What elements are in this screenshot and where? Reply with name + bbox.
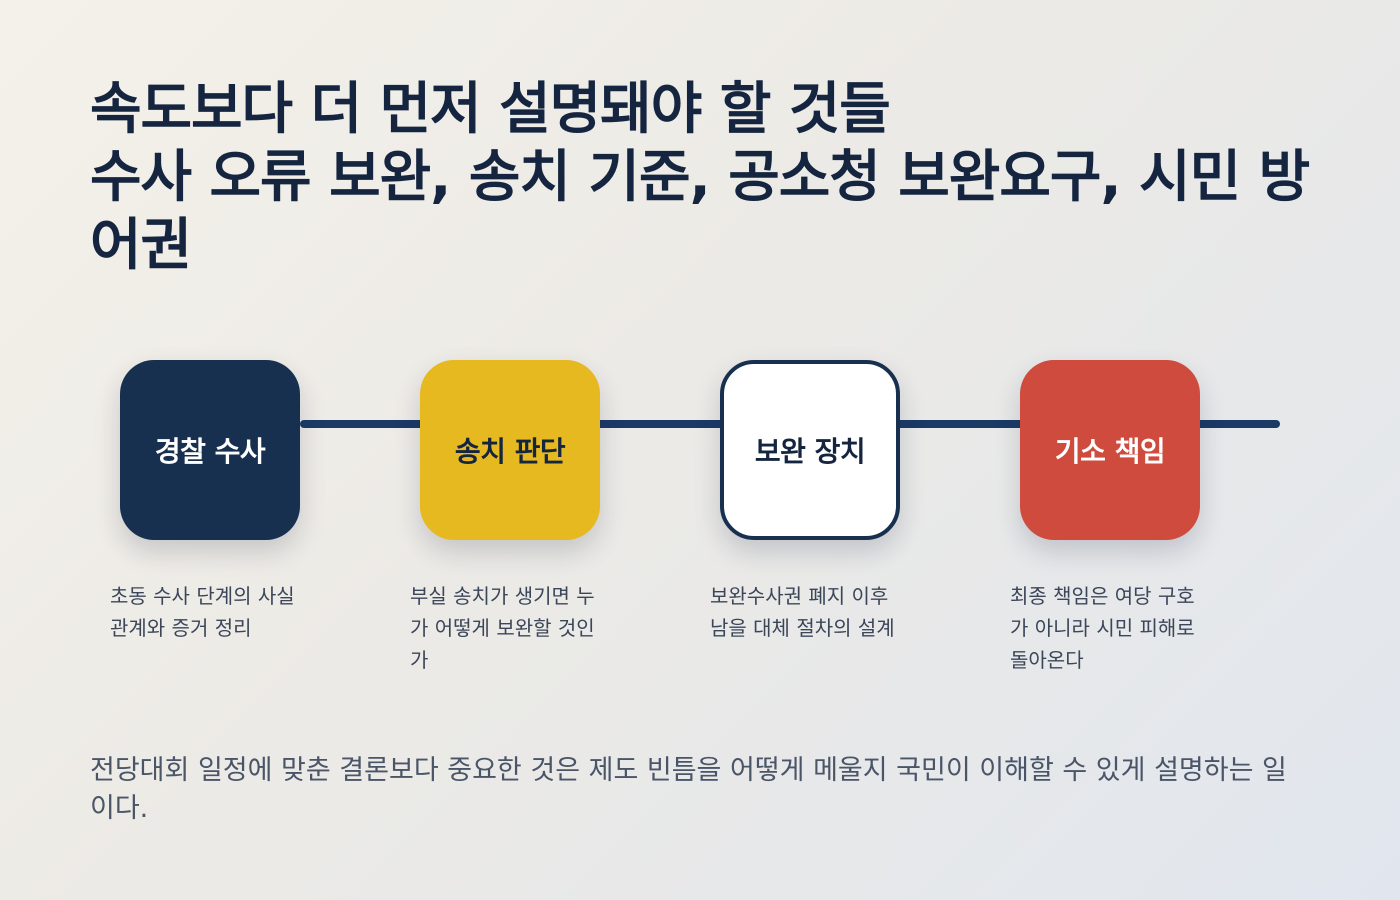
step-card-supplement-mechanism: 보완 장치 (720, 360, 900, 540)
page-title: 속도보다 더 먼저 설명돼야 할 것들 수사 오류 보완, 송치 기준, 공소청… (90, 76, 1320, 280)
summary-text: 전당대회 일정에 맞춘 결론보다 중요한 것은 제도 빈틈을 어떻게 메울지 국… (90, 755, 1287, 824)
step-card-prosecution-responsibility: 기소 책임 (1020, 360, 1200, 540)
step-label: 기소 책임 (1054, 435, 1166, 468)
step-card-police-investigation: 경찰 수사 (120, 360, 300, 540)
step-label: 경찰 수사 (154, 435, 266, 468)
step-card-referral-decision: 송치 판단 (420, 360, 600, 540)
title-line-1: 속도보다 더 먼저 설명돼야 할 것들 (90, 77, 891, 142)
step-label: 송치 판단 (454, 435, 566, 468)
step-description: 초동 수사 단계의 사실관계와 증거 정리 (110, 584, 295, 640)
step-description: 부실 송치가 생기면 누가 어떻게 보완할 것인가 (410, 584, 595, 672)
step-description: 보완수사권 폐지 이후 남을 대체 절차의 설계 (710, 584, 895, 640)
step-description: 최종 책임은 여당 구호가 아니라 시민 피해로 돌아온다 (1010, 584, 1195, 672)
title-line-2: 수사 오류 보완, 송치 기준, 공소청 보완요구, 시민 방어권 (90, 145, 1310, 278)
step-label: 보완 장치 (754, 435, 866, 468)
